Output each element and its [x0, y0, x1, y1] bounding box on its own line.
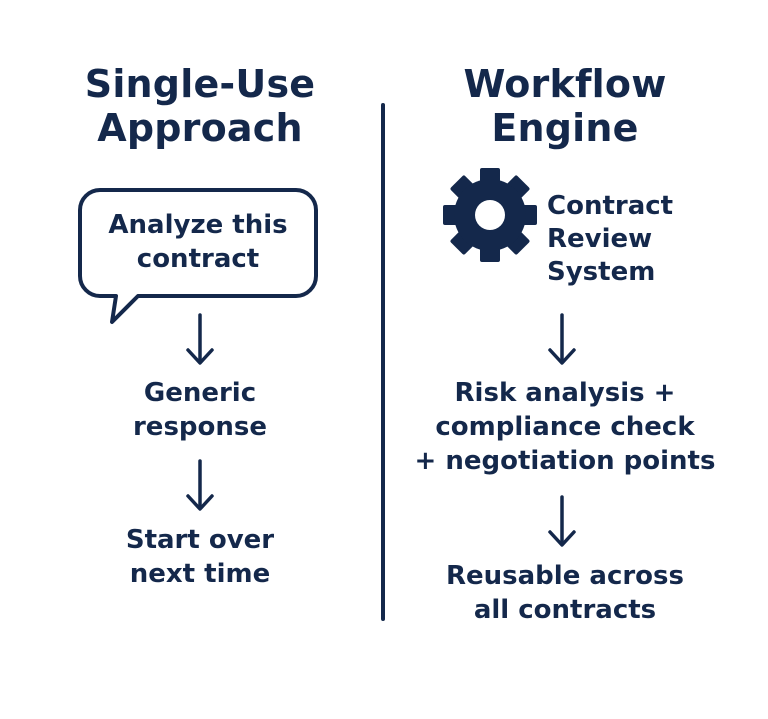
- text-line: Generic: [143, 378, 257, 408]
- text-line: all contracts: [473, 595, 657, 625]
- text-line: next time: [129, 559, 271, 589]
- text-line: Reusable across: [446, 561, 684, 591]
- label-line: Review: [547, 224, 653, 254]
- prompt-text: Analyze this contract: [78, 208, 318, 276]
- down-arrow-icon: [548, 495, 576, 547]
- text-line: + negotiation points: [414, 446, 716, 476]
- generic-response-text: Generic response: [50, 376, 350, 444]
- gear-icon: [443, 168, 537, 262]
- prompt-line: Analyze this: [108, 210, 288, 240]
- down-arrow-icon: [186, 459, 214, 511]
- start-over-text: Start over next time: [50, 523, 350, 591]
- text-line: compliance check: [435, 412, 695, 442]
- label-line: Contract: [547, 191, 674, 221]
- column-divider: [381, 103, 385, 621]
- prompt-line: contract: [136, 244, 260, 274]
- text-line: Risk analysis +: [454, 378, 676, 408]
- contract-review-system-label: Contract Review System: [547, 190, 727, 289]
- heading-line: Workflow: [463, 62, 667, 106]
- down-arrow-icon: [548, 313, 576, 365]
- workflow-engine-heading: Workflow Engine: [405, 62, 725, 150]
- text-line: Start over: [125, 525, 275, 555]
- down-arrow-icon: [186, 313, 214, 365]
- heading-line: Engine: [491, 106, 639, 150]
- single-use-heading: Single-Use Approach: [50, 62, 350, 150]
- heading-line: Single-Use: [84, 62, 316, 106]
- speech-bubble-icon: Analyze this contract: [78, 188, 318, 330]
- heading-line: Approach: [97, 106, 303, 150]
- label-line: System: [547, 257, 656, 287]
- text-line: response: [132, 412, 268, 442]
- reusable-text: Reusable across all contracts: [405, 559, 725, 627]
- risk-analysis-text: Risk analysis + compliance check + negot…: [405, 376, 725, 478]
